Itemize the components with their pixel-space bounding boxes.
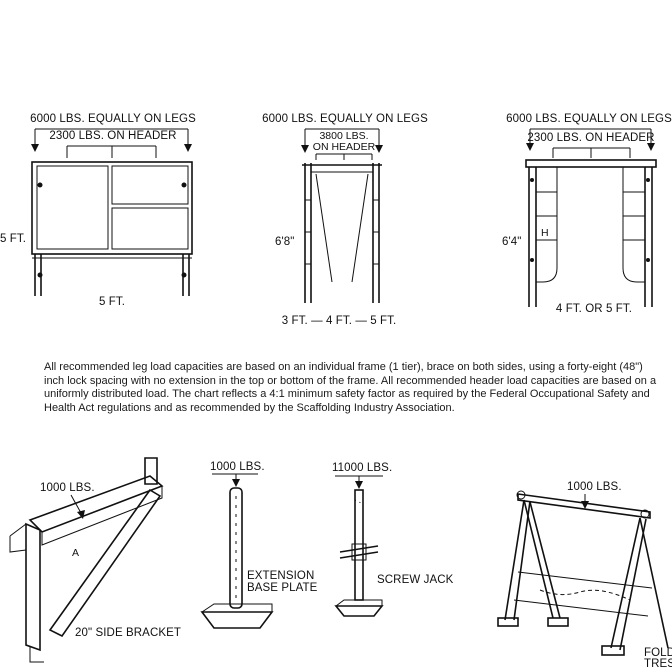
frame-2-width-label: 3 FT. — 4 FT. — 5 FT. [282,315,397,327]
screw-jack-load-label: 11000 LBS. [332,462,392,474]
frame-3-inner-mark: H [541,227,549,239]
frame-1-leg-load-label: 6000 LBS. EQUALLY ON LEGS [30,113,196,125]
load-capacity-note: All recommended leg load capacities are … [44,361,657,414]
frame-1-header-load-label: 2300 LBS. ON HEADER [49,130,176,142]
frame-1-height-label: 5 FT. [0,233,26,245]
frame-2-leg-load-label: 6000 LBS. EQUALLY ON LEGS [262,113,428,125]
folding-trestle-diagram: 1000 LBS. FOLDING TRESTLE [497,481,672,667]
frame-3-header-load-label: 2300 LBS. ON HEADER [527,132,654,144]
trestle-load-label: 1000 LBS. [567,481,622,493]
frame-3-diagram: 6000 LBS. EQUALLY ON LEGS 2300 LBS. ON H… [502,113,672,315]
side-bracket-name-label: 20" SIDE BRACKET [75,627,181,639]
frame-3-leg-load-label: 6000 LBS. EQUALLY ON LEGS [506,113,672,125]
extension-base-plate-diagram: 1000 LBS. EXTENSION BASE PLATE [200,461,318,629]
screw-jack-diagram: 11000 LBS. SCREW JACK [332,462,454,617]
frame-1-diagram: 6000 LBS. EQUALLY ON LEGS 2300 LBS. ON H… [0,113,196,308]
side-bracket-load-label: 1000 LBS. [40,482,95,494]
side-bracket-diagram: 1000 LBS. A 20" SIDE BRACKET [9,457,181,663]
frame-1-width-label: 5 FT. [99,296,125,308]
trestle-name-line1: FOLDING [644,647,672,659]
base-plate-load-label: 1000 LBS. [210,461,265,473]
frame-2-header-load-line2: ON HEADER [313,141,376,153]
frame-3-width-label: 4 FT. OR 5 FT. [556,303,632,315]
trestle-name-line2: TRESTLE [644,658,672,667]
base-plate-name-line1: EXTENSION [247,570,314,582]
frame-2-header-load-line1: 3800 LBS. [319,130,368,142]
base-plate-name-line2: BASE PLATE [247,582,318,594]
frame-3-height-label: 6'4" [502,236,521,248]
svg-text:A: A [72,547,79,559]
frame-2-diagram: 6000 LBS. EQUALLY ON LEGS 3800 LBS. ON H… [262,113,428,327]
screw-jack-name-label: SCREW JACK [377,574,454,586]
frame-2-height-label: 6'8" [275,236,294,248]
